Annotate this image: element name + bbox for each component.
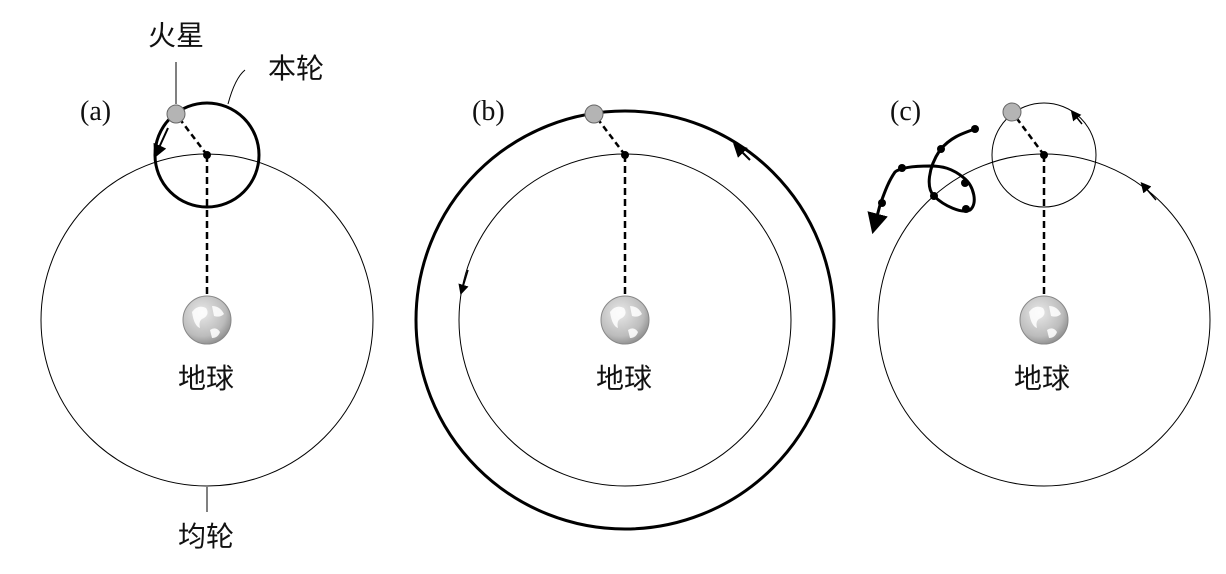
orbit-arrow-b-outer bbox=[733, 143, 751, 161]
mars-planet-a bbox=[166, 104, 186, 124]
epicycle-center-a bbox=[203, 151, 211, 159]
earth-globe-icon bbox=[182, 295, 232, 345]
panel-c-label: (c) bbox=[890, 96, 921, 127]
panel-b: (b) 地球 bbox=[414, 96, 836, 531]
earth-label-a: 地球 bbox=[178, 362, 234, 395]
panel-a-label: (a) bbox=[80, 96, 111, 127]
panel-a: (a) 火星 本轮 均轮 地球 bbox=[40, 19, 374, 553]
mars-planet-b bbox=[584, 104, 604, 124]
epicycle-center-b bbox=[621, 151, 629, 159]
deferent-arrow-c bbox=[1140, 182, 1157, 201]
deferent-label: 均轮 bbox=[178, 520, 234, 553]
epicycle-callout-line bbox=[227, 69, 246, 105]
retrograde-path-c bbox=[867, 126, 979, 235]
epicycle-arrow-a bbox=[153, 127, 169, 159]
epicycle-label: 本轮 bbox=[268, 52, 324, 85]
earth-label-b: 地球 bbox=[596, 362, 652, 395]
earth-label-c: 地球 bbox=[1014, 362, 1070, 395]
epicycle-center-c bbox=[1040, 151, 1048, 159]
combined-orbit-b bbox=[414, 109, 836, 531]
panel-b-label: (b) bbox=[472, 96, 505, 127]
earth-globe-icon bbox=[600, 295, 650, 345]
mars-label: 火星 bbox=[148, 19, 204, 52]
earth-globe-icon bbox=[1019, 295, 1069, 345]
orbit-arrow-b-inner bbox=[458, 269, 469, 296]
mars-planet-c bbox=[1002, 102, 1022, 122]
epicycle-arrow-c bbox=[1070, 109, 1083, 125]
panel-c: (c) 地球 bbox=[867, 96, 1211, 487]
epicycle-circle-c bbox=[991, 102, 1097, 208]
retrograde-points-c bbox=[878, 125, 979, 213]
